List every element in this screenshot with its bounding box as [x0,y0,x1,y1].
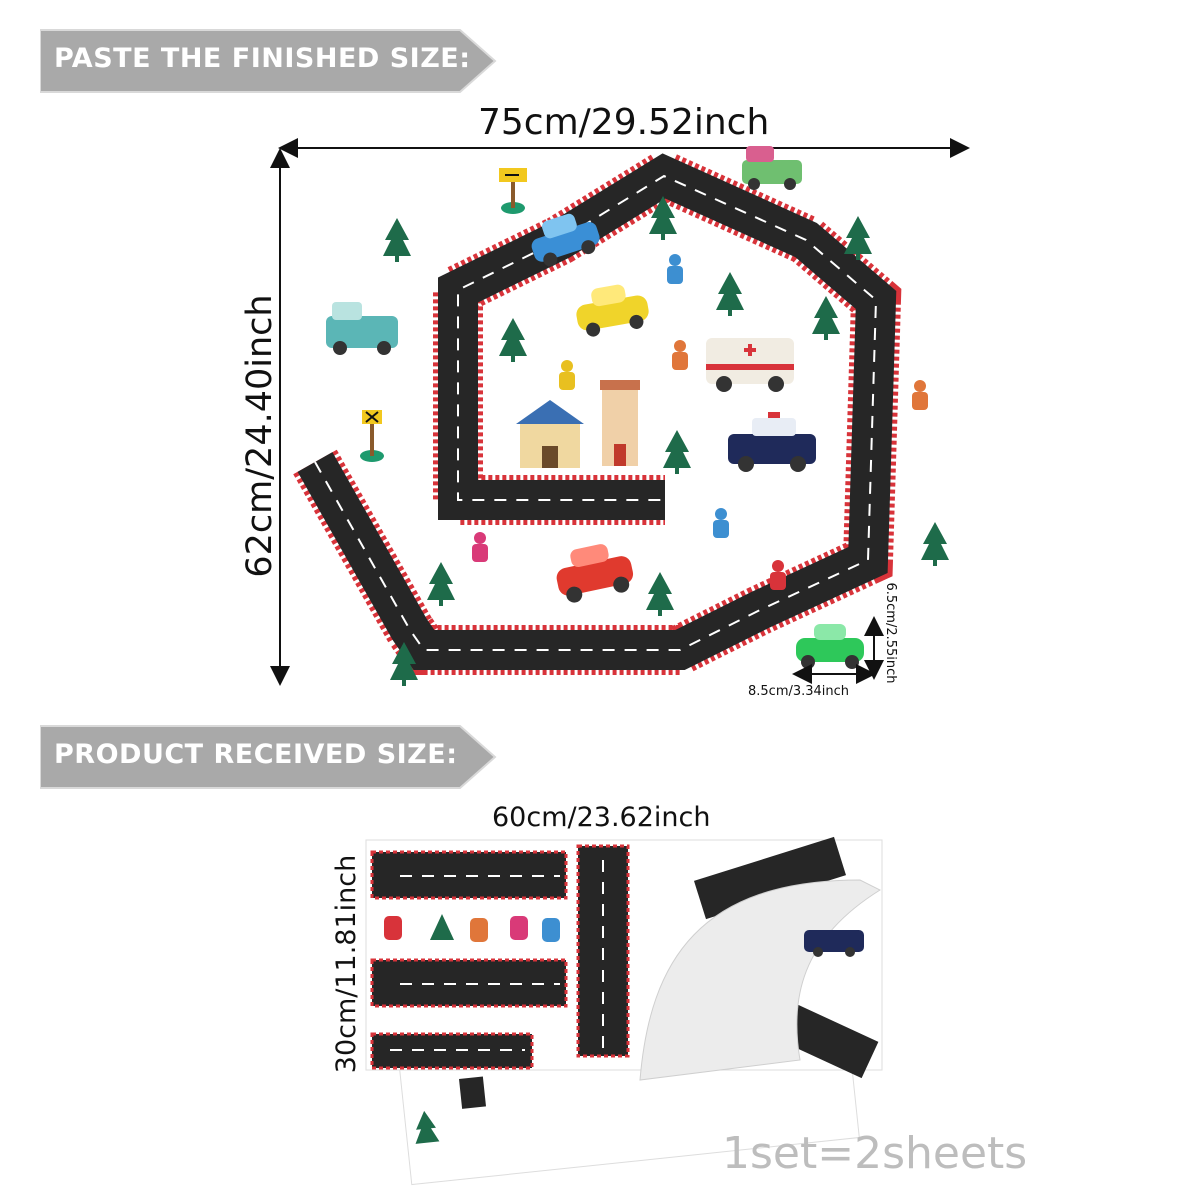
tree-icon [663,430,691,474]
yellow-car-icon [576,284,649,337]
small-figures-row [384,914,560,942]
people-figures [472,254,928,590]
tree-icon [415,1110,440,1144]
tree-icon [499,318,527,362]
blue-house-icon [516,400,584,468]
person-icon [770,560,786,590]
tree-icon [649,196,677,240]
tree-icon [390,642,418,686]
tree-icon [921,522,949,566]
person-icon [472,532,488,562]
police-car-icon [728,412,816,472]
finished-width-label: 75cm/29.52inch [478,102,770,143]
crossing-sign-icon [360,410,384,462]
person-icon [667,254,683,284]
person-icon [912,380,928,410]
person-icon [713,508,729,538]
tree-icon [812,296,840,340]
finished-size-banner: PASTE THE FINISHED SIZE: [40,28,500,93]
front-sheet [365,836,883,1081]
received-size-banner: PRODUCT RECEIVED SIZE: [40,724,500,789]
ambulance-icon [706,338,794,392]
red-car-icon [556,544,634,603]
finished-size-banner-label: PASTE THE FINISHED SIZE: [54,43,471,74]
green-truck-icon [742,146,802,190]
tree-icons [383,196,949,686]
green-car-icon [796,624,864,669]
banner-arrow-shape [40,29,497,93]
tree-icon [646,572,674,616]
person-icon [672,340,688,370]
tree-icon [844,216,872,260]
finished-track-illustration [270,138,970,686]
police-car-icon [804,930,864,957]
tall-house-icon [600,380,640,466]
received-width-label: 60cm/23.62inch [492,802,711,833]
tree-icon [383,218,411,262]
car-width-label: 8.5cm/3.34inch [748,684,850,699]
set-info-label: 1set=2sheets [722,1128,1028,1179]
tree-icon [427,562,455,606]
direction-sign-icon [499,168,527,214]
person-icon [559,360,575,390]
teal-truck-icon [326,302,398,355]
tree-icon [716,272,744,316]
received-size-banner-label: PRODUCT RECEIVED SIZE: [54,739,458,770]
outer-road [293,147,902,675]
blue-car-icon [531,213,600,267]
banner-arrow-shape [40,725,497,789]
